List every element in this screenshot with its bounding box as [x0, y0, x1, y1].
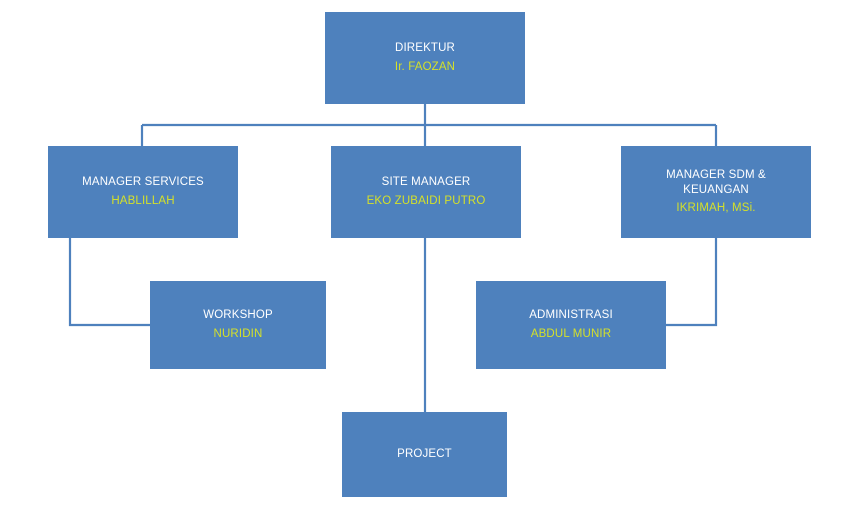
org-node-project[interactable]: PROJECT — [342, 412, 507, 497]
org-node-person: IKRIMAH, MSi. — [676, 202, 756, 215]
org-node-person: NURIDIN — [213, 327, 263, 340]
connector-manager-sdm-to-administrasi — [665, 238, 718, 327]
org-node-person: ABDUL MUNIR — [530, 327, 612, 340]
org-node-title: MANAGER SERVICES — [82, 176, 204, 189]
org-node-site-manager[interactable]: SITE MANAGER EKO ZUBAIDI PUTRO — [331, 146, 521, 238]
org-node-title: WORKSHOP — [203, 309, 273, 322]
org-node-workshop[interactable]: WORKSHOP NURIDIN — [150, 281, 326, 369]
org-node-title: PROJECT — [397, 447, 452, 460]
org-node-person: EKO ZUBAIDI PUTRO — [366, 194, 486, 207]
org-node-title: SITE MANAGER — [381, 176, 471, 189]
org-node-person: HABLILLAH — [111, 194, 175, 207]
org-node-title: MANAGER SDM & KEUANGAN — [666, 168, 766, 196]
org-node-direktur[interactable]: DIREKTUR Ir. FAOZAN — [325, 12, 525, 104]
org-node-person: Ir. FAOZAN — [394, 60, 456, 73]
org-node-title: DIREKTUR — [395, 42, 455, 55]
org-node-administrasi[interactable]: ADMINISTRASI ABDUL MUNIR — [476, 281, 666, 369]
org-node-manager-services[interactable]: MANAGER SERVICES HABLILLAH — [48, 146, 238, 238]
org-node-manager-sdm-keuangan[interactable]: MANAGER SDM & KEUANGAN IKRIMAH, MSi. — [621, 146, 811, 238]
connector-manager-services-to-workshop — [68, 238, 151, 327]
org-node-title: ADMINISTRASI — [529, 309, 613, 322]
